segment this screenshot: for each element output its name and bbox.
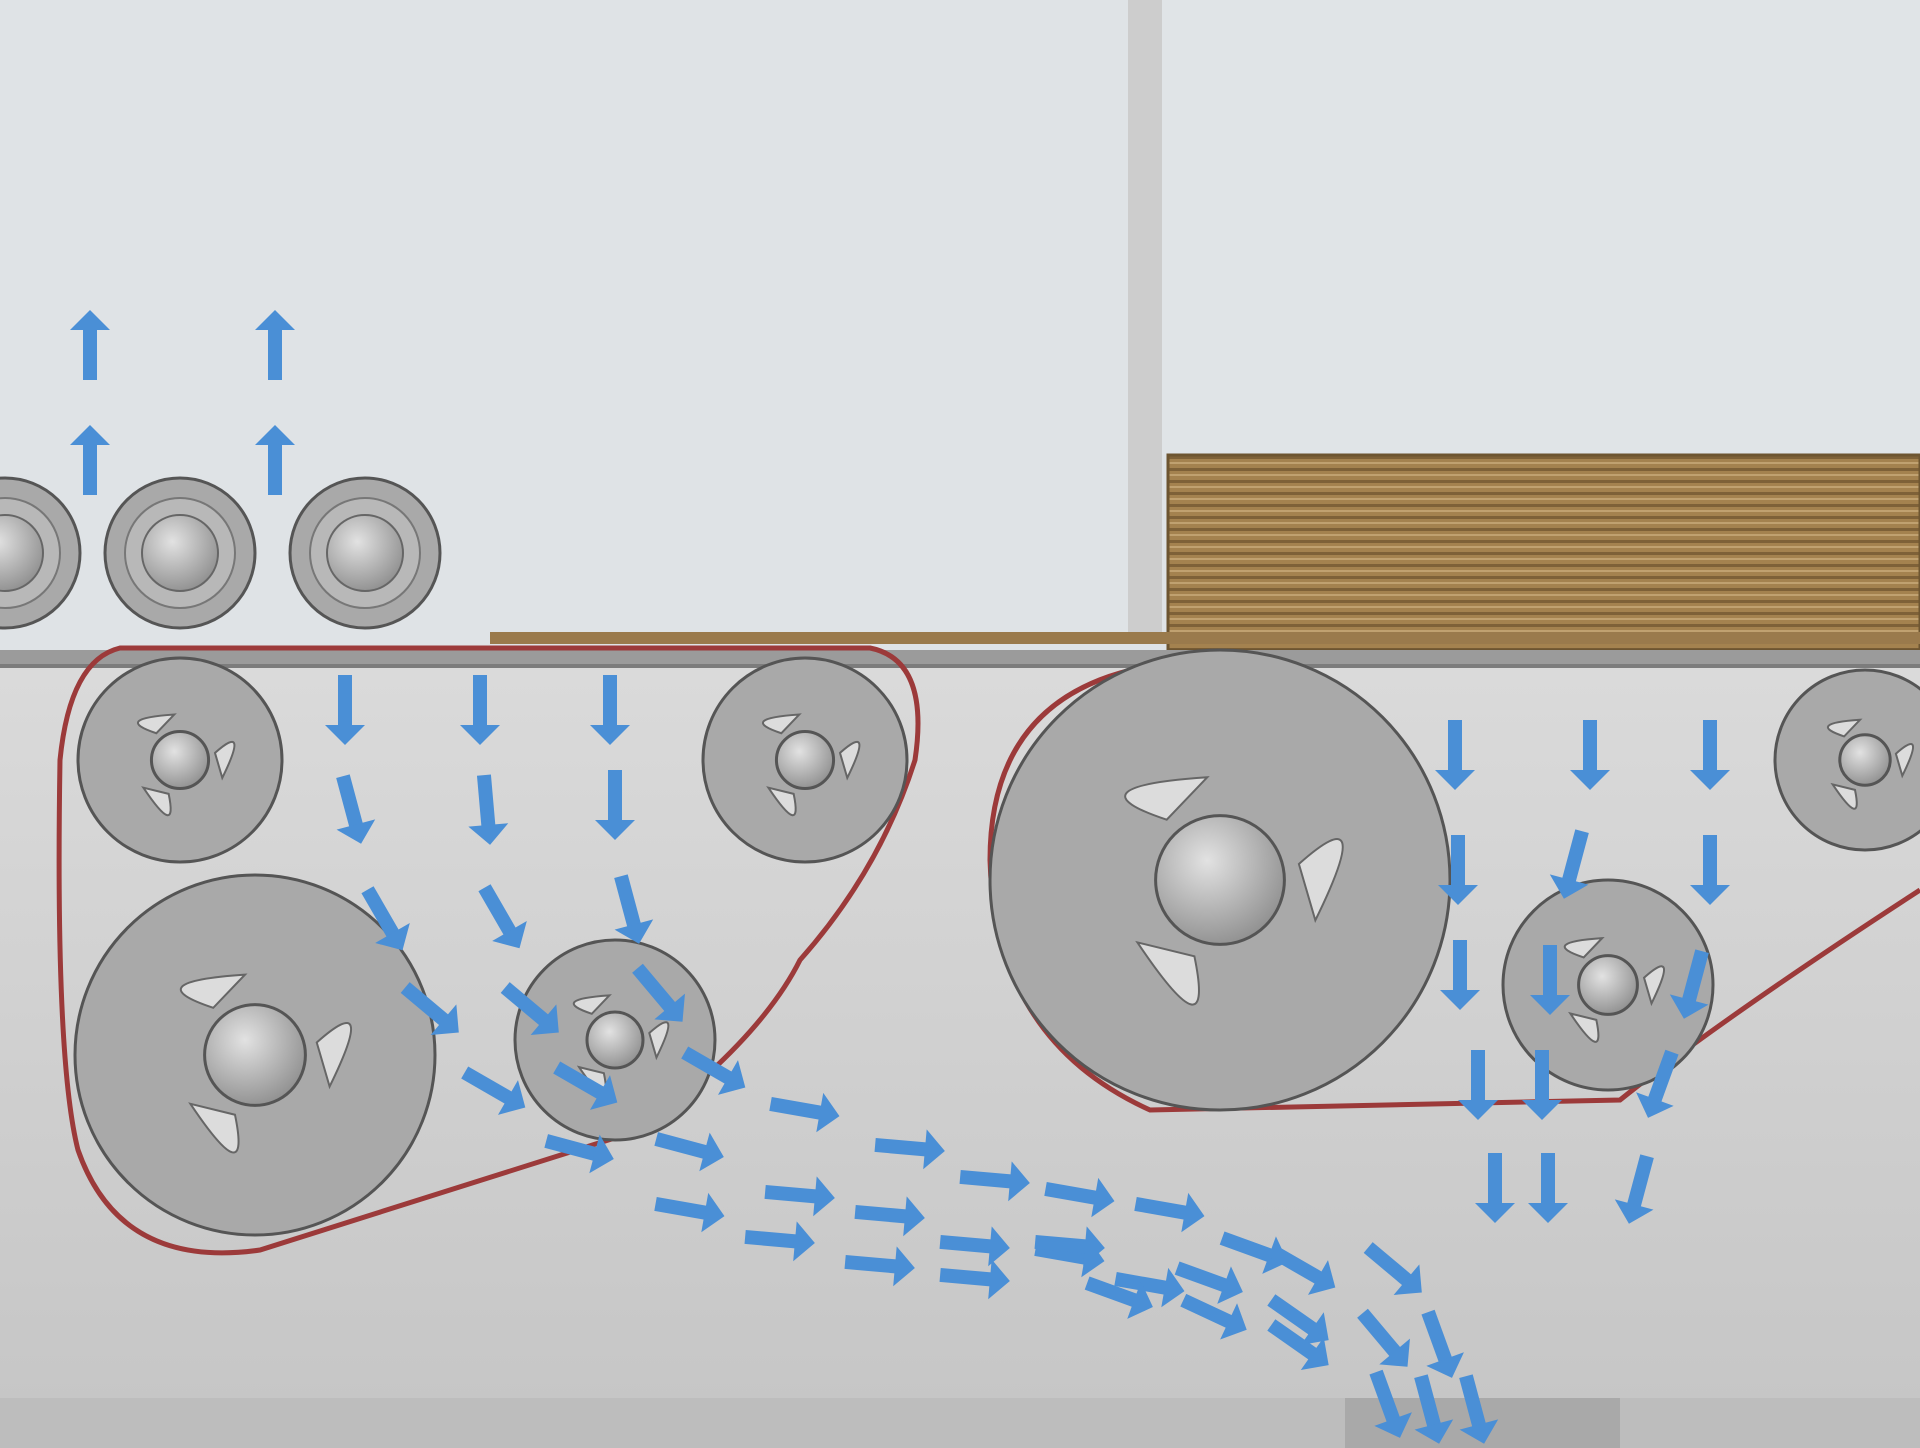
airflow-arrow (590, 675, 630, 745)
airflow-arrow (361, 886, 410, 951)
airflow-arrow (1475, 1153, 1515, 1223)
airflow-arrow (70, 425, 110, 495)
airflow-arrow (544, 1134, 614, 1174)
pressure-roller (103, 476, 257, 630)
airflow-arrow (1134, 1192, 1205, 1233)
chamber-divider (1128, 0, 1162, 640)
airflow-arrow (336, 774, 376, 844)
airflow-arrow (1570, 720, 1610, 790)
fan-pulley (988, 648, 1452, 1112)
airflow-arrow (1267, 1294, 1329, 1345)
airflow-arrow (1357, 1308, 1410, 1367)
airflow-arrow (595, 770, 635, 840)
airflow-arrow (632, 963, 685, 1022)
airflow-arrow (1522, 1050, 1562, 1120)
top-chamber-right (1162, 0, 1920, 455)
airflow-arrow (614, 874, 654, 944)
airflow-arrow (769, 1092, 840, 1133)
airflow-arrow (854, 1196, 925, 1237)
airflow-arrow (764, 1176, 835, 1217)
airflow-arrow (844, 1246, 915, 1287)
airflow-arrow (1636, 1049, 1679, 1118)
airflow-arrow (1034, 1226, 1105, 1267)
airflow-arrow (1084, 1276, 1153, 1319)
airflow-arrow (1458, 1050, 1498, 1120)
airflow-arrow (654, 1192, 725, 1233)
airflow-arrow (478, 884, 527, 949)
airflow-arrow (1180, 1293, 1247, 1340)
fan-pulley (1501, 878, 1715, 1092)
fan-pulley (73, 873, 437, 1237)
airflow-arrow (1440, 940, 1480, 1010)
airflow-arrow (1614, 1154, 1654, 1224)
pressure-roller (0, 476, 82, 630)
pressure-roller (288, 476, 442, 630)
airflow-arrow (744, 1221, 815, 1262)
airflow-arrow (1549, 829, 1589, 899)
belt-loop-left (56, 645, 921, 1256)
airflow-arrow (325, 675, 365, 745)
airflow-arrow (1414, 1374, 1454, 1444)
airflow-arrow (468, 774, 509, 845)
stacked-sheet-pile (1166, 453, 1920, 652)
airflow-arrow (500, 982, 559, 1035)
airflow-arrow (1267, 1319, 1329, 1370)
airflow-arrow (939, 1226, 1010, 1267)
airflow-arrow (1438, 835, 1478, 905)
airflow-arrow (400, 982, 459, 1035)
airflow-arrow (874, 1129, 945, 1170)
airflow-arrow (255, 310, 295, 380)
airflow-arrow (70, 310, 110, 380)
thin-sheet-on-conveyor (490, 632, 1920, 644)
conveyor-bed (0, 650, 1920, 668)
airflow-arrow (681, 1046, 746, 1095)
airflow-arrow (959, 1161, 1030, 1202)
airflow-arrow (1459, 1374, 1499, 1444)
floor-strip (0, 1398, 1920, 1448)
airflow-arrow (1690, 835, 1730, 905)
fan-pulley (513, 938, 717, 1142)
airflow-arrow (1421, 1309, 1464, 1378)
airflow-arrow (461, 1066, 526, 1115)
airflow-arrow (1435, 720, 1475, 790)
airflow-arrow (1174, 1261, 1243, 1304)
airflow-arrow (1669, 949, 1709, 1019)
airflow-arrow (654, 1132, 724, 1172)
airflow-arrow (1044, 1177, 1115, 1218)
airflow-arrow (1690, 720, 1730, 790)
airflow-arrow (1369, 1369, 1412, 1438)
airflow-arrow (1528, 1153, 1568, 1223)
airflow-arrow (460, 675, 500, 745)
fan-pulley (76, 656, 284, 864)
airflow-arrow (1271, 1246, 1336, 1295)
airflow-arrow (939, 1259, 1010, 1300)
fan-pulley (701, 656, 909, 864)
airflow-arrow (1530, 945, 1570, 1015)
airflow-arrow (553, 1061, 618, 1110)
airflow-arrow (1363, 1242, 1422, 1295)
fan-pulley (1773, 668, 1920, 852)
airflow-arrow (255, 425, 295, 495)
